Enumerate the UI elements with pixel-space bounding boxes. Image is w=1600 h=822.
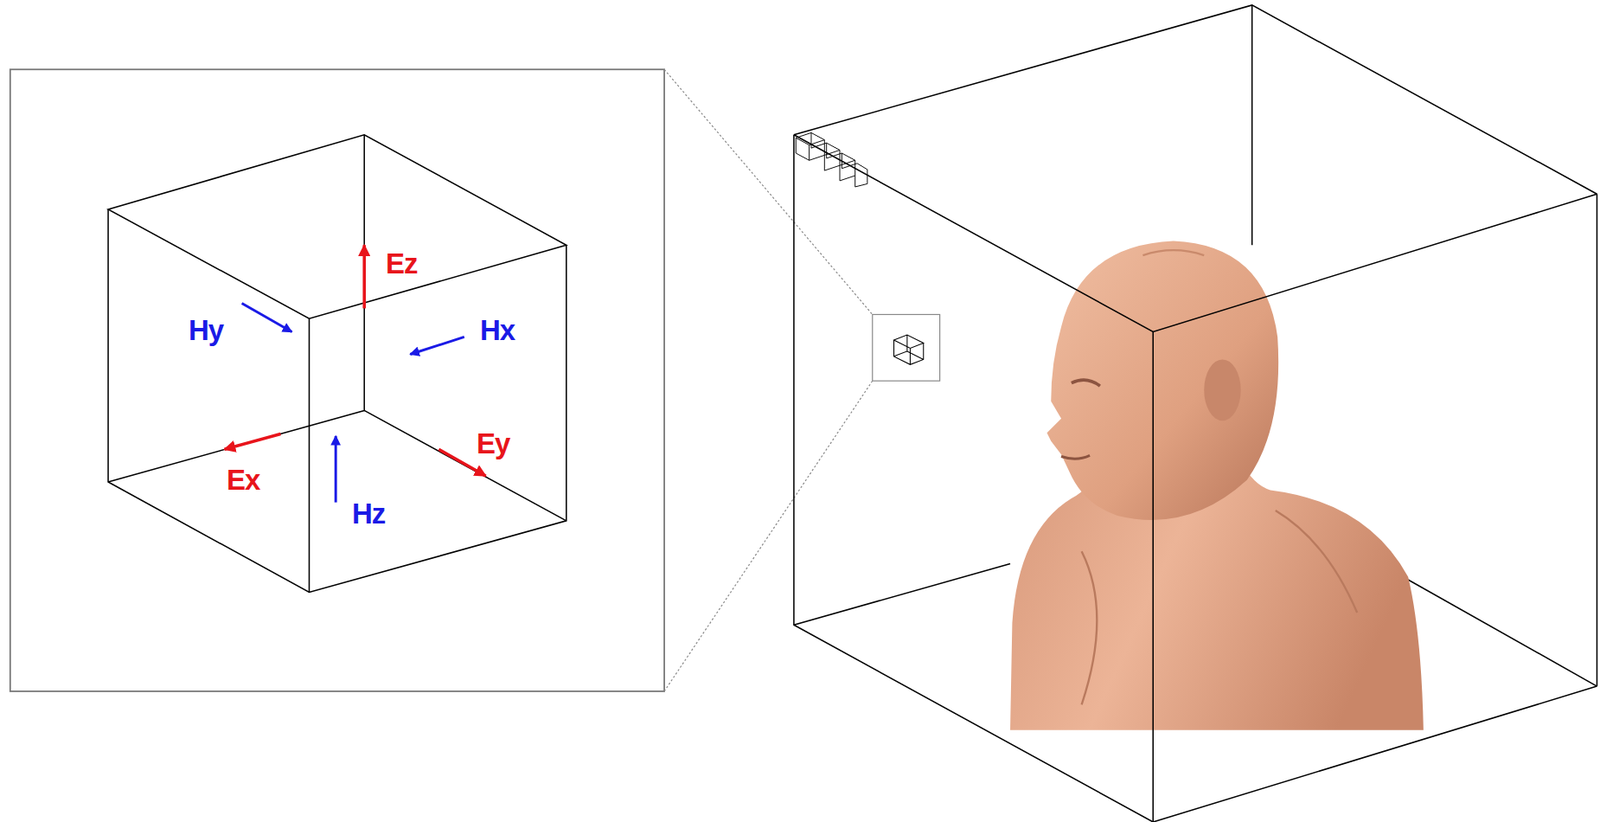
field-component-label: Ez (385, 249, 418, 278)
field-component-label: Hz (352, 499, 385, 528)
field-component-label: Hy (188, 315, 224, 345)
field-component-label: Hx (480, 315, 515, 345)
field-component-label: Ex (226, 465, 260, 494)
field-component-label: Ey (476, 428, 510, 458)
